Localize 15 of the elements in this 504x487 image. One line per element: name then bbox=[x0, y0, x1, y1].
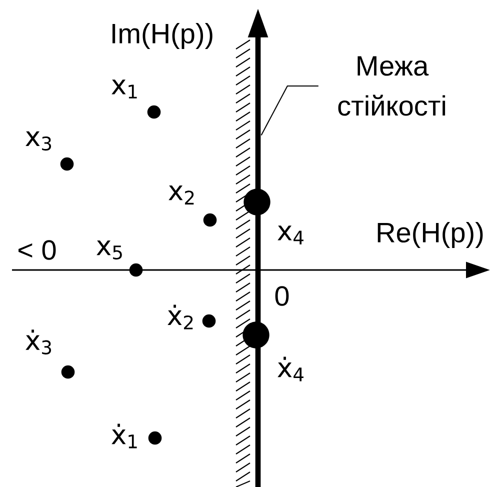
hatched-boundary bbox=[235, 39, 251, 487]
point-label: ẋ$_{2}$ bbox=[168, 304, 193, 330]
point-label: x$_{2}$ bbox=[168, 186, 194, 204]
boundary-label: Межа стійкості bbox=[338, 56, 446, 116]
axis-label: Im(H(p)) bbox=[112, 22, 212, 50]
point-label: x$_{3}$ bbox=[26, 131, 52, 151]
point-label: ẋ$_{4}$ bbox=[278, 356, 304, 382]
point-label: ẋ$_{1}$ bbox=[112, 424, 137, 448]
point-label: x$_{1}$ bbox=[112, 80, 137, 98]
point-label: x$_{4}$ bbox=[278, 226, 304, 244]
axis-label: Re(H(p)) bbox=[378, 222, 483, 248]
point-label: x$_{5}$ bbox=[96, 240, 122, 260]
leader-line bbox=[260, 85, 318, 136]
axis-label: < 0 bbox=[18, 240, 56, 260]
point-label: ẋ$_{3}$ bbox=[26, 330, 52, 354]
